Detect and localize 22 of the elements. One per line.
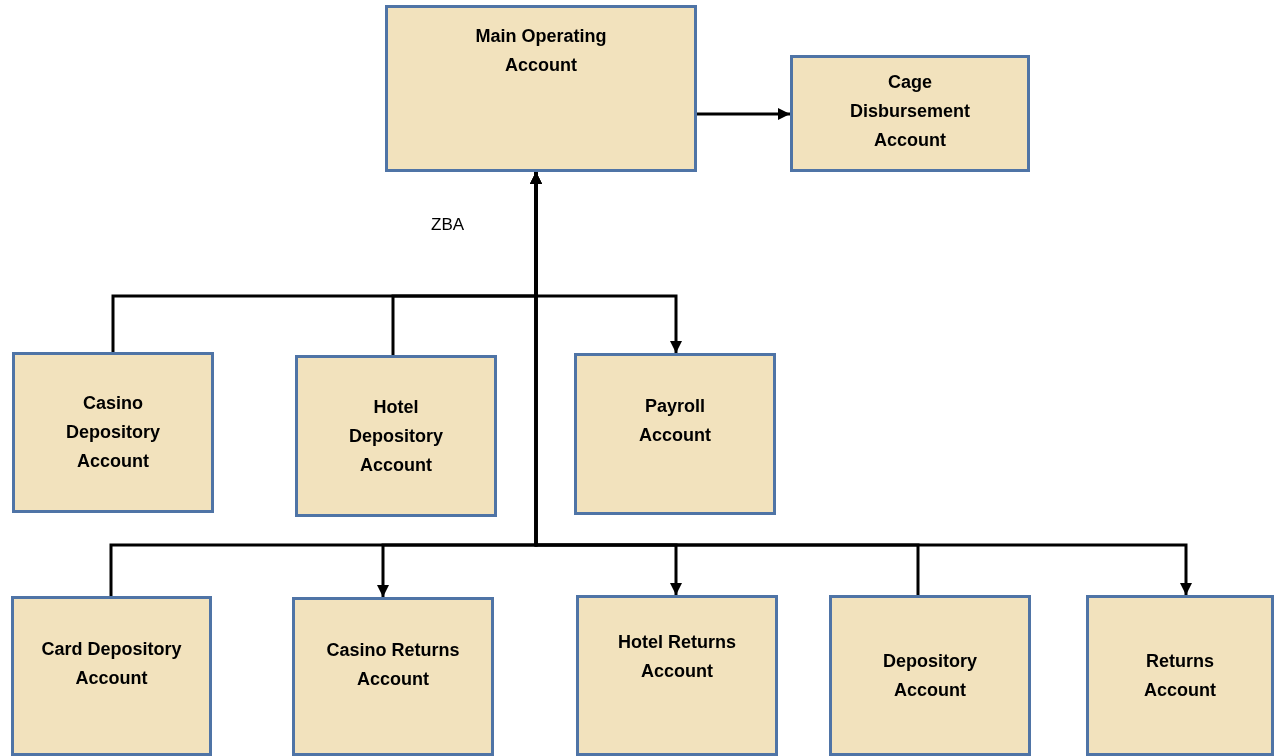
account-box xyxy=(574,353,776,515)
account-name: Main Operating Account xyxy=(474,25,608,77)
transfer-label: ZBA xyxy=(431,215,465,235)
account-box xyxy=(790,55,1030,172)
account-name: Hotel Returns Account xyxy=(617,631,737,683)
account-box xyxy=(829,595,1031,756)
account-box xyxy=(292,597,494,756)
account-name: Casino Returns Account xyxy=(325,639,461,691)
account-name: Card Depository Account xyxy=(40,638,183,690)
account-box xyxy=(11,596,212,756)
account-name: Returns Account xyxy=(1143,649,1217,702)
account-name: Hotel Depository Account xyxy=(348,395,444,477)
account-box xyxy=(1086,595,1274,756)
account-name: Depository Account xyxy=(882,649,978,702)
account-box xyxy=(295,355,497,517)
arrow xyxy=(697,108,790,120)
account-box xyxy=(385,5,697,172)
account-box xyxy=(12,352,214,513)
account-box xyxy=(576,595,778,756)
account-name: Payroll Account xyxy=(638,395,712,447)
account-name: Casino Depository Account xyxy=(65,392,161,473)
account-name: Cage Disbursement Account xyxy=(848,71,971,152)
